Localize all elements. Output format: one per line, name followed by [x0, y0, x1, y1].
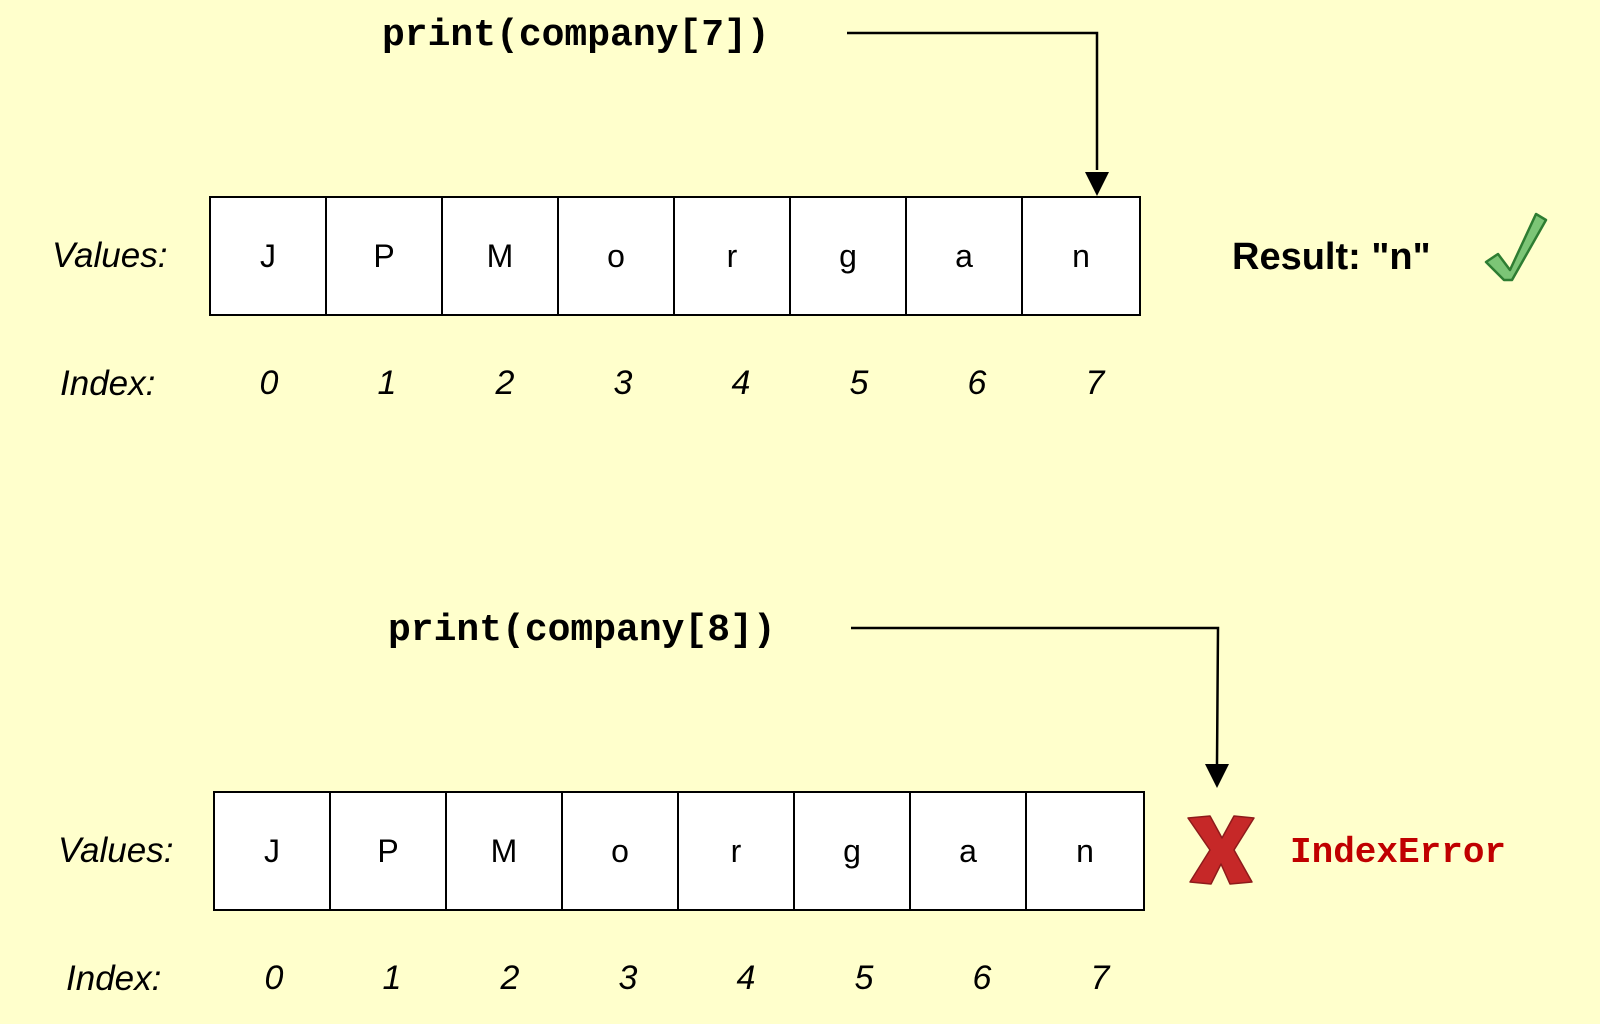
top-index-number: 2 — [495, 364, 515, 402]
top-value-cell: P — [327, 198, 443, 314]
bottom-index-number: 6 — [972, 959, 992, 997]
top-index-number: 1 — [377, 364, 397, 402]
bottom-value-cell: M — [447, 793, 563, 909]
cross-icon — [1187, 815, 1255, 885]
bottom-value-cell: g — [795, 793, 911, 909]
bottom-values-label: Values: — [58, 831, 174, 870]
top-index-number: 4 — [731, 364, 751, 402]
top-index-number: 5 — [849, 364, 869, 402]
bottom-values-array: J P M o r g a n — [213, 791, 1145, 911]
top-result-text: Result: "n" — [1232, 236, 1431, 278]
top-index-number: 3 — [613, 364, 633, 402]
bottom-index-number: 7 — [1090, 959, 1110, 997]
top-values-array: J P M o r g a n — [209, 196, 1141, 316]
top-value-cell: r — [675, 198, 791, 314]
bottom-value-cell: r — [679, 793, 795, 909]
bottom-index-number: 1 — [382, 959, 402, 997]
bottom-pointer-arrow — [851, 626, 1220, 765]
top-value-cell: o — [559, 198, 675, 314]
top-code-statement: print(company[7]) — [382, 14, 770, 57]
top-value-cell: a — [907, 198, 1023, 314]
bottom-arrowhead — [1205, 764, 1229, 788]
bottom-index-number: 0 — [264, 959, 284, 997]
bottom-index-number: 4 — [736, 959, 756, 997]
bottom-value-cell: o — [563, 793, 679, 909]
top-index-number: 6 — [967, 364, 987, 402]
top-pointer-arrow — [847, 31, 1099, 170]
bottom-index-number: 2 — [500, 959, 520, 997]
bottom-value-cell: P — [331, 793, 447, 909]
top-arrowhead — [1085, 172, 1109, 196]
bottom-index-number: 3 — [618, 959, 638, 997]
top-index-number: 7 — [1085, 364, 1105, 402]
bottom-error-text: IndexError — [1290, 832, 1507, 873]
check-icon — [1484, 212, 1548, 282]
bottom-index-label: Index: — [66, 959, 162, 998]
top-value-cell: J — [211, 198, 327, 314]
top-value-cell: g — [791, 198, 907, 314]
bottom-value-cell: n — [1076, 832, 1094, 869]
top-value-cell: n — [1072, 237, 1090, 274]
bottom-code-statement: print(company[8]) — [388, 609, 776, 652]
bottom-index-number: 5 — [854, 959, 874, 997]
top-index-label: Index: — [60, 364, 156, 403]
bottom-value-cell: a — [911, 793, 1027, 909]
bottom-value-cell: J — [215, 793, 331, 909]
top-values-label: Values: — [52, 236, 168, 275]
top-index-number: 0 — [259, 364, 279, 402]
top-value-cell: M — [443, 198, 559, 314]
